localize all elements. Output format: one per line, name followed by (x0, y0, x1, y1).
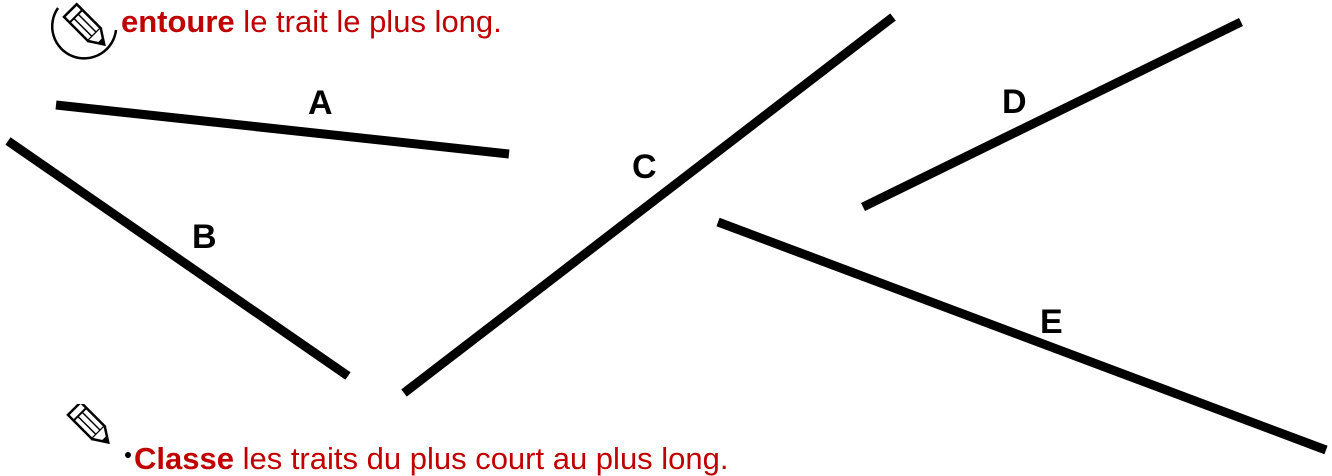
pencil-circle-icon (50, 2, 118, 60)
instruction-circle-longest: entoure le trait le plus long. (121, 6, 502, 37)
segment-e (716, 217, 1328, 455)
pencil-icon (66, 404, 131, 458)
segment-label-b: B (192, 218, 217, 256)
segment-a (55, 100, 510, 159)
segment-b (5, 137, 351, 380)
segment-d (861, 17, 1243, 212)
instruction-text: le trait le plus long. (234, 4, 502, 39)
segment-label-a: A (308, 84, 333, 122)
segment-c (401, 13, 896, 397)
segment-label-e: E (1040, 303, 1063, 341)
segment-label-d: D (1002, 83, 1027, 121)
segments-drawing (5, 13, 1328, 455)
instruction-verb: entoure (121, 4, 235, 39)
segment-label-c: C (632, 148, 657, 186)
